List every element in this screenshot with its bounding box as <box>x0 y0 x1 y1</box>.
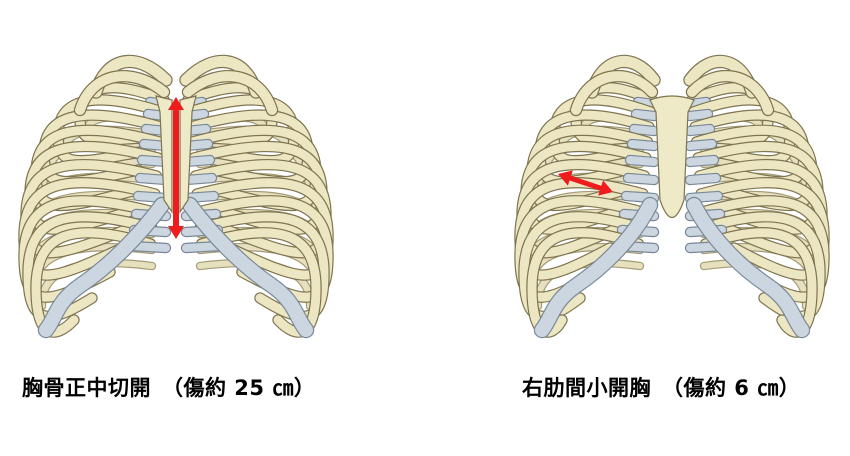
second-rib-left <box>75 71 169 115</box>
ribcage-illustration-open-sternum <box>18 54 334 339</box>
split-sternum-half-left <box>155 95 173 214</box>
sternum <box>649 95 695 219</box>
cartilage-2-left <box>632 110 658 120</box>
costal-margin-left <box>39 198 169 337</box>
cartilage-6-left <box>136 174 170 184</box>
incision-arrow-head-bottom <box>168 226 184 239</box>
cartilage-2-right <box>686 110 712 120</box>
second-rib-left <box>571 71 657 115</box>
caption-right-minithoracotomy: 右肋間小開胸 （傷約 6 ㎝） <box>522 376 801 400</box>
second-rib-right <box>183 71 277 115</box>
split-sternum-half-right <box>179 95 197 214</box>
cartilage-5-right <box>686 156 718 166</box>
cartilage-3-right <box>686 125 714 135</box>
incision-arrow-head-left <box>558 170 573 186</box>
cartilage-4-right <box>686 140 716 150</box>
rib-10-left <box>31 228 155 337</box>
cartilage-6-left <box>624 174 658 184</box>
incision-arrow-shaft <box>566 174 604 192</box>
median-sternotomy-panel: 胸骨正中切開 （傷約 25 ㎝） <box>18 54 334 400</box>
incision-arrow-head-top <box>168 97 184 110</box>
costal-margin-left <box>535 198 657 337</box>
incision-arrow-head-right <box>598 180 613 196</box>
cartilage-3-left <box>630 125 658 135</box>
right-minithoracotomy-panel: 右肋間小開胸 （傷約 6 ㎝） <box>425 0 850 456</box>
caption-median-sternotomy: 胸骨正中切開 （傷約 25 ㎝） <box>22 376 316 400</box>
costal-margin-right <box>687 198 809 337</box>
ribcage-illustration-intact-sternum <box>514 54 830 339</box>
cartilage-6-right <box>686 174 720 184</box>
costal-margin-right <box>183 198 313 337</box>
cartilage-5-left <box>626 156 658 166</box>
second-rib-right <box>687 71 773 115</box>
cartilage-4-left <box>628 140 658 150</box>
cartilage-6-right <box>182 174 216 184</box>
rib-10-right <box>197 228 321 337</box>
